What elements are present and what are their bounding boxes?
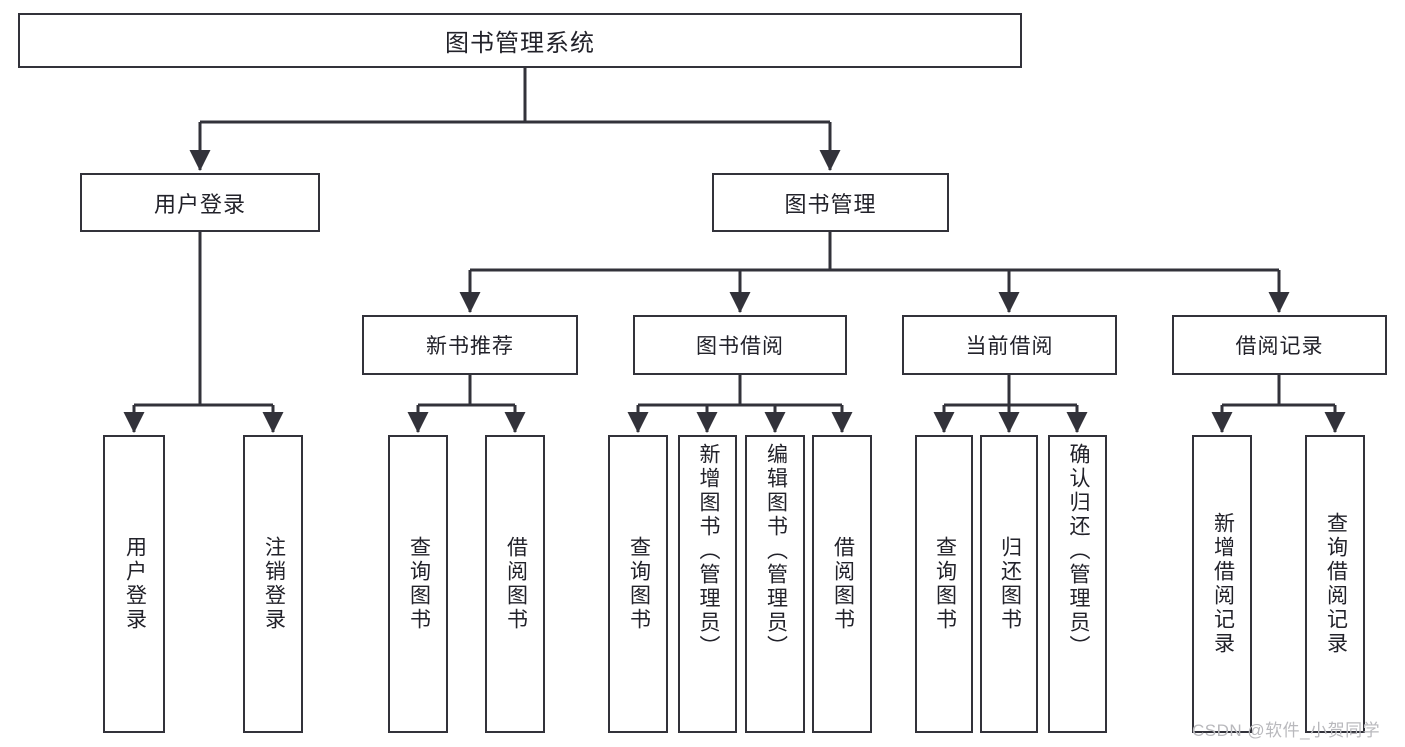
node-user-login[interactable]: 用户登录: [80, 173, 320, 232]
node-root-label: 图书管理系统: [445, 30, 595, 57]
leaf-edit-book-admin[interactable]: 编辑图书（管理员）: [745, 435, 805, 733]
leaf-return-book-label: 归还图书: [998, 536, 1022, 632]
leaf-add-borrow-record[interactable]: 新增借阅记录: [1192, 435, 1252, 733]
node-new-book-recommend-label: 新书推荐: [426, 335, 514, 358]
node-borrow-record-label: 借阅记录: [1235, 335, 1324, 358]
leaf-add-book-admin-label: 新增图书（管理员）: [696, 443, 720, 659]
leaf-query-book-recommend[interactable]: 查询图书: [388, 435, 448, 733]
leaf-borrow-book-borrow[interactable]: 借阅图书: [812, 435, 872, 733]
leaf-query-book-borrow[interactable]: 查询图书: [608, 435, 668, 733]
leaf-add-borrow-record-label: 新增借阅记录: [1211, 512, 1235, 656]
leaf-return-book[interactable]: 归还图书: [980, 435, 1038, 733]
node-book-borrow-label: 图书借阅: [696, 335, 784, 358]
node-book-manage[interactable]: 图书管理: [712, 173, 949, 232]
leaf-logout[interactable]: 注销登录: [243, 435, 303, 733]
leaf-borrow-book-recommend[interactable]: 借阅图书: [485, 435, 545, 733]
node-current-borrow-label: 当前借阅: [965, 335, 1054, 358]
node-borrow-record[interactable]: 借阅记录: [1172, 315, 1387, 375]
leaf-user-login-label: 用户登录: [123, 536, 147, 632]
leaf-add-book-admin[interactable]: 新增图书（管理员）: [678, 435, 737, 733]
leaf-confirm-return-admin-label: 确认归还（管理员）: [1066, 443, 1090, 659]
leaf-edit-book-admin-label: 编辑图书（管理员）: [764, 443, 788, 659]
leaf-query-borrow-record-label: 查询借阅记录: [1324, 512, 1348, 656]
node-book-manage-label: 图书管理: [784, 191, 877, 217]
leaf-query-book-current[interactable]: 查询图书: [915, 435, 973, 733]
node-book-borrow[interactable]: 图书借阅: [633, 315, 847, 375]
node-new-book-recommend[interactable]: 新书推荐: [362, 315, 578, 375]
leaf-borrow-book-recommend-label: 借阅图书: [504, 536, 528, 632]
leaf-query-borrow-record[interactable]: 查询借阅记录: [1305, 435, 1365, 733]
node-user-login-label: 用户登录: [153, 191, 246, 217]
node-root-system[interactable]: 图书管理系统: [18, 13, 1022, 68]
leaf-logout-label: 注销登录: [262, 536, 286, 632]
node-current-borrow[interactable]: 当前借阅: [902, 315, 1117, 375]
leaf-query-book-recommend-label: 查询图书: [407, 536, 431, 632]
leaf-borrow-book-borrow-label: 借阅图书: [831, 536, 855, 632]
leaf-user-login[interactable]: 用户登录: [103, 435, 165, 733]
leaf-query-book-current-label: 查询图书: [933, 536, 957, 632]
leaf-query-book-borrow-label: 查询图书: [627, 536, 651, 632]
leaf-confirm-return-admin[interactable]: 确认归还（管理员）: [1048, 435, 1107, 733]
